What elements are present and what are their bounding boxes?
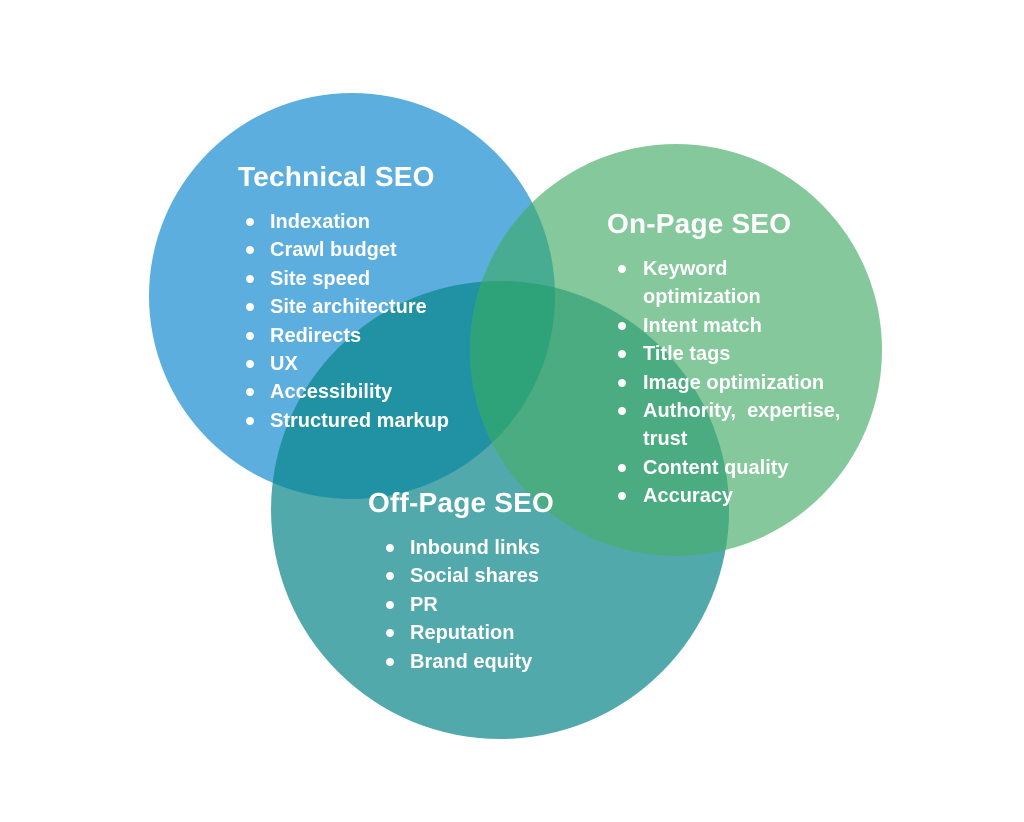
- list-item: Site architecture: [238, 293, 449, 321]
- list-item: Inbound links: [368, 534, 554, 562]
- list-item: Intent match: [607, 312, 840, 340]
- list-item: Authority, expertise, trust: [607, 397, 840, 454]
- offpage-seo-title: Off-Page SEO: [368, 487, 554, 518]
- list-item: Social shares: [368, 562, 554, 590]
- list-item: Brand equity: [368, 648, 554, 676]
- list-item: Crawl budget: [238, 236, 449, 264]
- list-item: Structured markup: [238, 407, 449, 435]
- technical-seo-title: Technical SEO: [238, 161, 435, 192]
- list-item: Indexation: [238, 208, 449, 236]
- list-item: Title tags: [607, 340, 840, 368]
- list-item: Redirects: [238, 322, 449, 350]
- onpage-seo-title: On-Page SEO: [607, 208, 792, 239]
- list-item: Image optimization: [607, 369, 840, 397]
- list-item: Accessibility: [238, 378, 449, 406]
- overlap-technical-offpage: [271, 281, 555, 499]
- list-item: Site speed: [238, 265, 449, 293]
- list-item: Content quality: [607, 454, 840, 482]
- list-item: Accuracy: [607, 482, 840, 510]
- list-item: UX: [238, 350, 449, 378]
- list-item: Reputation: [368, 619, 554, 647]
- list-item: PR: [368, 591, 554, 619]
- list-item: Keyword optimization: [607, 255, 840, 312]
